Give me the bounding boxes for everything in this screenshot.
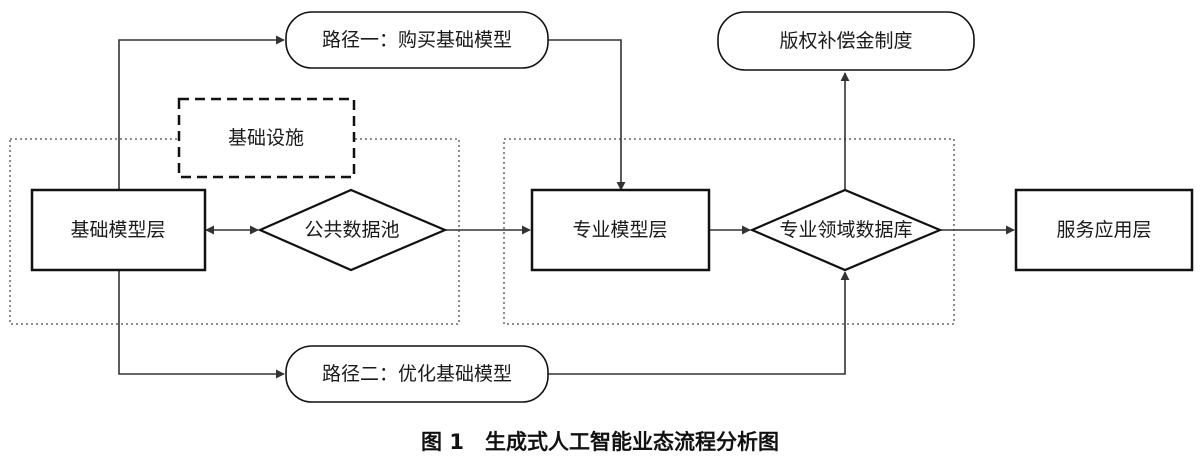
infrastructure-label: 基础设施: [228, 127, 304, 149]
path-two-label: 路径二：优化基础模型: [322, 363, 512, 385]
edge-foundation-to-path-one: [118, 35, 285, 190]
figure-caption: 图 1 生成式人工智能业态流程分析图: [421, 430, 779, 454]
node-service-layer: 服务应用层: [1014, 188, 1194, 272]
node-domain-database: 专业领域数据库: [749, 188, 943, 272]
node-infrastructure: 基础设施: [177, 97, 356, 179]
foundation-layer-box: [30, 188, 207, 272]
copyright-system-label: 版权补偿金制度: [779, 30, 912, 52]
node-path-one: 路径一：购买基础模型: [285, 11, 549, 69]
professional-layer-box: [530, 188, 711, 272]
domain-database-label: 专业领域数据库: [779, 219, 912, 241]
professional-layer-label: 专业模型层: [572, 219, 667, 241]
edge-path-two-to-database: [548, 271, 850, 375]
path-two-box: [285, 345, 549, 403]
node-path-two: 路径二：优化基础模型: [285, 345, 549, 403]
path-one-box: [285, 11, 549, 69]
foundation-layer-label: 基础模型层: [70, 219, 165, 241]
left-group-boundary: [9, 138, 460, 325]
public-data-pool-diamond: [257, 188, 448, 272]
infrastructure-box: [177, 97, 356, 179]
public-data-pool-label: 公共数据池: [304, 219, 399, 241]
node-foundation-layer: 基础模型层: [30, 188, 207, 272]
edge-path-one-to-professional: [548, 39, 626, 191]
service-layer-label: 服务应用层: [1056, 219, 1151, 241]
copyright-system-box: [717, 11, 975, 71]
domain-database-diamond: [749, 188, 943, 272]
path-one-label: 路径一：购买基础模型: [322, 29, 512, 51]
node-copyright-system: 版权补偿金制度: [717, 11, 975, 71]
node-public-data-pool: 公共数据池: [257, 188, 448, 272]
service-layer-box: [1014, 188, 1194, 272]
node-professional-layer: 专业模型层: [530, 188, 711, 272]
edge-foundation-to-path-two: [118, 270, 285, 379]
right-group-boundary: [503, 138, 955, 325]
